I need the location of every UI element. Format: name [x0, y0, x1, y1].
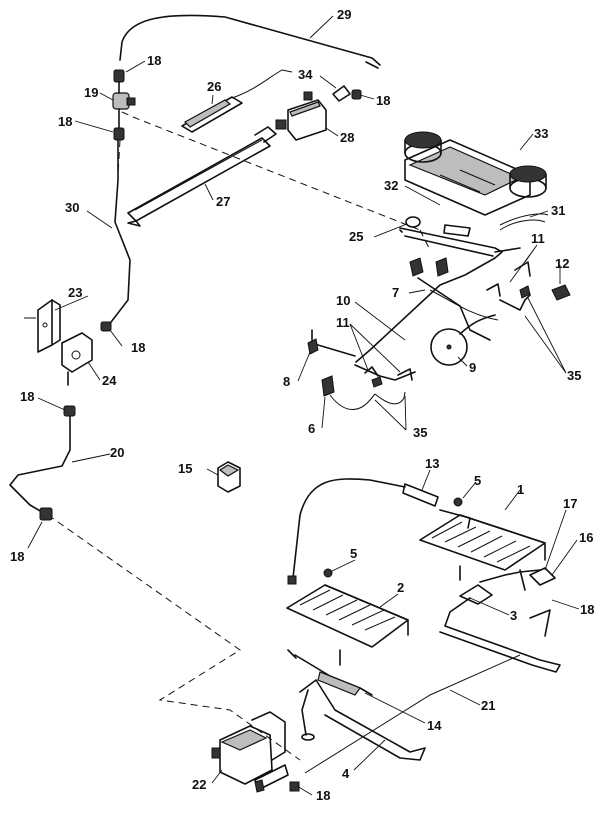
callout-21: 21 — [481, 698, 495, 713]
part-9-disc — [430, 314, 496, 366]
callout-35: 35 — [413, 425, 427, 440]
callout-32: 32 — [384, 178, 398, 193]
callout-35: 35 — [567, 368, 581, 383]
part-15-block — [217, 461, 241, 493]
part-21-wire — [304, 654, 521, 774]
part-27-burner-tube — [127, 126, 277, 227]
callout-19: 19 — [84, 85, 98, 100]
part-29-tube — [119, 14, 381, 69]
callout-23: 23 — [68, 285, 82, 300]
callout-18: 18 — [58, 114, 72, 129]
part-3-burner-tube — [439, 584, 561, 673]
part-11-ignitors-right — [486, 261, 531, 311]
callout-9: 9 — [469, 360, 476, 375]
callout-1: 1 — [517, 482, 524, 497]
callout-22: 22 — [192, 777, 206, 792]
part-24-regulator — [61, 332, 93, 386]
callout-18: 18 — [147, 53, 161, 68]
callout-6: 6 — [308, 421, 315, 436]
part-22-oven-valve — [211, 711, 300, 793]
callout-31: 31 — [551, 203, 565, 218]
callout-12: 12 — [555, 256, 569, 271]
callout-18: 18 — [20, 389, 34, 404]
assembly-dashed-lines — [47, 111, 431, 761]
part-20-tube — [9, 405, 76, 521]
leader-lines — [27, 15, 580, 796]
callout-11: 11 — [336, 315, 350, 330]
callout-11: 11 — [531, 231, 545, 246]
callout-4: 4 — [342, 766, 350, 781]
callout-34: 34 — [298, 67, 313, 82]
callout-26: 26 — [207, 79, 221, 94]
callout-13: 13 — [425, 456, 439, 471]
part-1-burner — [419, 509, 546, 591]
part-32-bracket — [443, 224, 471, 237]
fitting-nut-top-right — [351, 89, 362, 100]
part-34-fitting — [332, 85, 351, 102]
part-23-bracket — [24, 299, 61, 353]
callout-18: 18 — [131, 340, 145, 355]
part-17-part — [479, 569, 541, 583]
callout-3: 3 — [510, 608, 517, 623]
part-10-manifold-section — [354, 364, 416, 381]
callout-labels: 29 18 19 18 26 34 18 28 27 30 33 32 31 2… — [10, 7, 594, 803]
part-13-thermostat-bulb — [287, 478, 439, 585]
callout-25: 25 — [349, 229, 363, 244]
part-19-tee-fitting — [112, 69, 136, 141]
part-30-tube — [100, 139, 131, 332]
part-28-valve-block — [275, 91, 327, 141]
callout-17: 17 — [563, 496, 577, 511]
part-11-ignitors-center — [364, 366, 413, 388]
callout-18: 18 — [376, 93, 390, 108]
callout-27: 27 — [216, 194, 230, 209]
callout-2: 2 — [397, 580, 404, 595]
callout-18: 18 — [10, 549, 24, 564]
callout-10: 10 — [336, 293, 350, 308]
callout-33: 33 — [534, 126, 548, 141]
part-33-burner-assembly — [404, 131, 547, 216]
part-2-burner — [286, 584, 409, 666]
callout-16: 16 — [579, 530, 593, 545]
callout-20: 20 — [110, 445, 124, 460]
part-12-clip — [551, 284, 571, 301]
part-7-wire — [429, 289, 499, 321]
callout-24: 24 — [102, 373, 117, 388]
part-8-valve — [307, 329, 356, 357]
callout-29: 29 — [337, 7, 351, 22]
callout-15: 15 — [178, 461, 192, 476]
callout-7: 7 — [392, 285, 399, 300]
part-5-screw-upper — [453, 497, 463, 507]
part-14-assembly — [287, 649, 373, 696]
callout-28: 28 — [340, 130, 354, 145]
part-16-bracket — [529, 567, 556, 586]
part-6-valve-wire — [321, 375, 406, 410]
callout-18: 18 — [580, 602, 594, 617]
callout-18: 18 — [316, 788, 330, 803]
part-4-burner-tube — [299, 679, 426, 761]
part-26-ignitor-switch — [181, 69, 293, 133]
callout-14: 14 — [427, 718, 442, 733]
part-31-wire — [499, 213, 549, 231]
part-25-fitting — [405, 216, 421, 228]
burner-valves-center — [409, 257, 491, 341]
main-gas-manifold — [355, 227, 521, 363]
callout-5: 5 — [350, 546, 357, 561]
callout-5: 5 — [474, 473, 481, 488]
callout-30: 30 — [65, 200, 79, 215]
callout-8: 8 — [283, 374, 290, 389]
part-5-screw-lower — [323, 568, 333, 578]
